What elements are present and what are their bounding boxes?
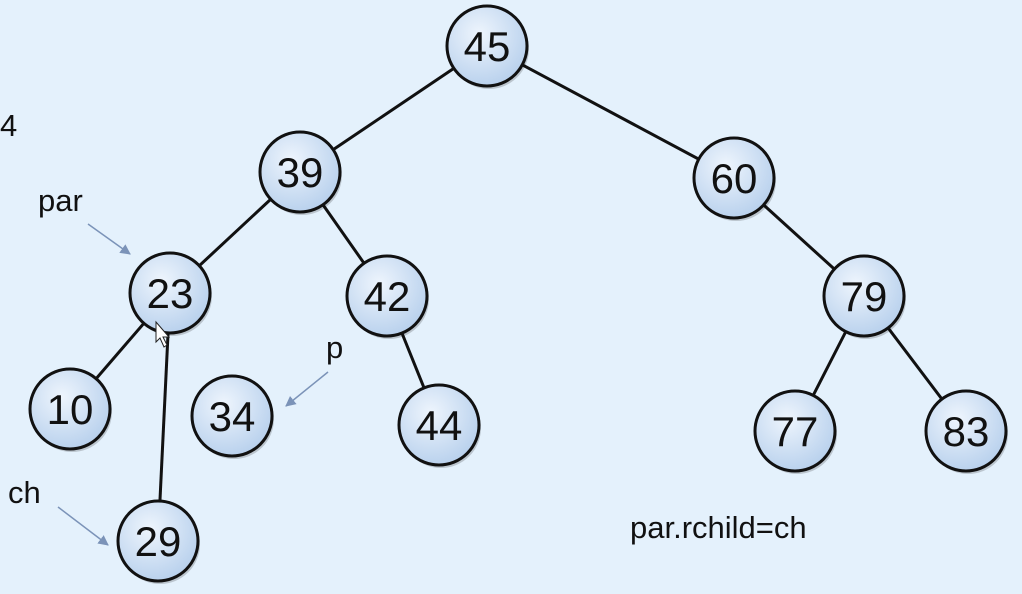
- mouse-cursor-icon: [155, 320, 171, 348]
- node-value: 79: [841, 273, 888, 320]
- tree-node-60: 60: [692, 136, 776, 221]
- node-value: 29: [135, 518, 182, 565]
- node-value: 77: [772, 408, 819, 455]
- node-circle: [116, 499, 200, 583]
- tree-node-23: 23: [128, 251, 212, 336]
- ch-pointer-arrow: [57, 506, 109, 546]
- p-pointer-arrow: [285, 371, 329, 407]
- node-circle: [924, 389, 1008, 473]
- tree-node-77: 77: [753, 389, 837, 474]
- node-circle: [190, 374, 274, 458]
- tree-node-10: 10: [28, 367, 112, 452]
- tree-node-45: 45: [445, 4, 529, 89]
- ch-label: ch: [8, 475, 41, 510]
- node-value: 45: [464, 23, 511, 70]
- node-value: 34: [209, 393, 256, 440]
- edge-45-60: [486, 44, 735, 180]
- node-circle: [822, 254, 906, 338]
- tree-nodes: 45 39 60 23 42 79 10 34 44 77 83 29: [28, 4, 1008, 584]
- node-value: 42: [364, 273, 411, 320]
- page-fragment-label: 4: [0, 108, 17, 143]
- node-value: 44: [416, 402, 463, 449]
- node-circle: [258, 130, 342, 214]
- tree-node-79: 79: [822, 254, 906, 339]
- node-circle: [345, 254, 429, 338]
- node-circle: [28, 367, 112, 451]
- node-circle: [397, 383, 481, 467]
- node-circle: [753, 389, 837, 473]
- node-value: 60: [711, 155, 758, 202]
- node-value: 39: [277, 149, 324, 196]
- node-value: 23: [147, 270, 194, 317]
- tree-node-34: 34: [190, 374, 274, 459]
- code-statement: par.rchild=ch: [630, 510, 807, 545]
- node-circle: [692, 136, 776, 220]
- par-pointer-arrow: [87, 223, 131, 255]
- node-value: 10: [47, 386, 94, 433]
- tree-node-42: 42: [345, 254, 429, 339]
- tree-node-44: 44: [397, 383, 481, 468]
- tree-node-83: 83: [924, 389, 1008, 474]
- p-label: p: [326, 330, 343, 365]
- node-circle: [445, 4, 529, 88]
- tree-node-29: 29: [116, 499, 200, 584]
- node-circle: [128, 251, 212, 335]
- par-label: par: [38, 183, 83, 218]
- node-value: 83: [943, 408, 990, 455]
- tree-node-39: 39: [258, 130, 342, 215]
